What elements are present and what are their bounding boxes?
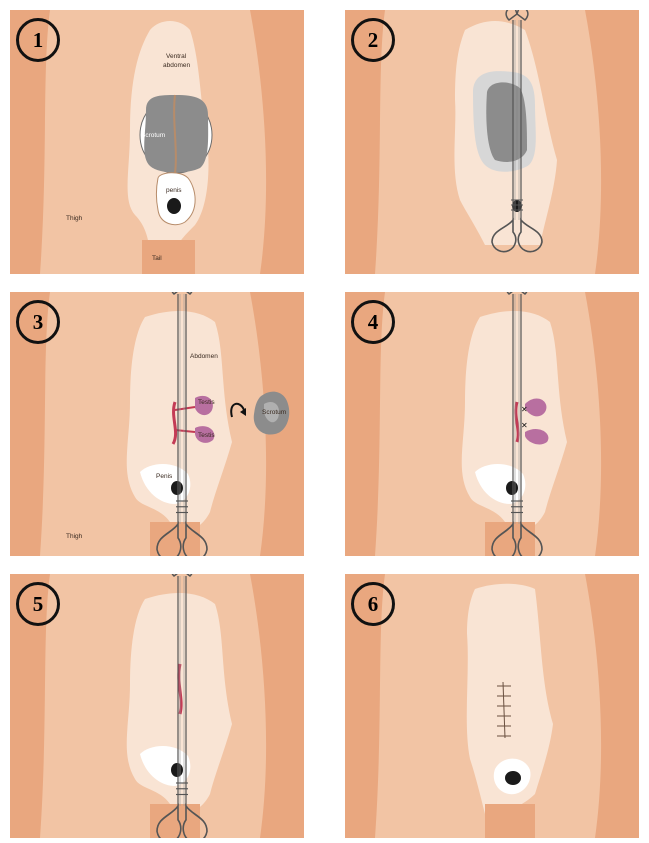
penis-opening bbox=[167, 198, 181, 214]
label-scrotum: Scrotum bbox=[262, 409, 286, 416]
step-badge-4: 4 bbox=[351, 300, 395, 344]
step-badge-2: 2 bbox=[351, 18, 395, 62]
step-badge-5: 5 bbox=[16, 582, 60, 626]
suture-icon: ✕ bbox=[521, 405, 528, 414]
label-penis: Penis bbox=[156, 473, 173, 480]
panel-6: 6 bbox=[345, 574, 639, 838]
label-abdomen: abdomen bbox=[163, 62, 190, 69]
tail bbox=[142, 240, 195, 274]
panel-1: Ventral abdomen Scrotum penis Thigh Tail… bbox=[10, 10, 304, 274]
label-thigh: Thigh bbox=[66, 215, 83, 222]
label-testis-lower: Testis bbox=[198, 432, 215, 439]
step-badge-6: 6 bbox=[351, 582, 395, 626]
label-testis-upper: Testis bbox=[198, 399, 215, 406]
suture-icon: ✕ bbox=[521, 421, 528, 430]
label-tail: Tail bbox=[152, 255, 162, 262]
panel-3: Abdomen Testis Testis Scrotum Penis Thig… bbox=[10, 292, 304, 556]
label-thigh: Thigh bbox=[66, 533, 83, 540]
label-penis: penis bbox=[166, 187, 182, 194]
step-badge-1: 1 bbox=[16, 18, 60, 62]
label-abdomen: Abdomen bbox=[190, 353, 218, 360]
label-scrotum: Scrotum bbox=[141, 132, 165, 139]
panel-4: ✕ ✕ 4 bbox=[345, 292, 639, 556]
step-badge-3: 3 bbox=[16, 300, 60, 344]
label-ventral: Ventral bbox=[166, 53, 187, 60]
panel-5: 5 bbox=[10, 574, 304, 838]
panel-2: 2 bbox=[345, 10, 639, 274]
